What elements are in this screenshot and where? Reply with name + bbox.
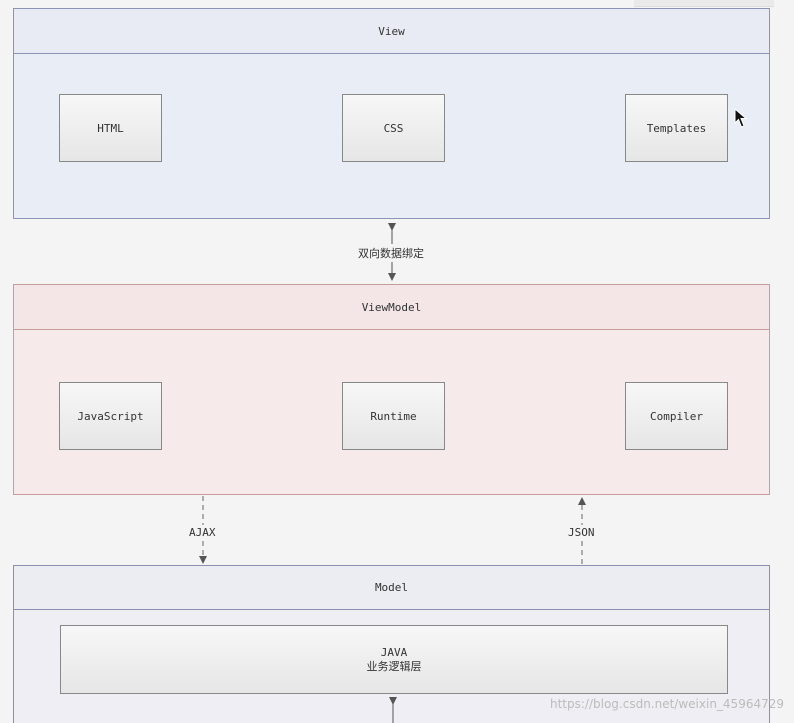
business-logic-label: 业务逻辑层 xyxy=(366,659,422,673)
model-layer: Model JAVA 业务逻辑层 xyxy=(13,565,770,723)
viewmodel-layer: ViewModel JavaScript Runtime Compiler xyxy=(13,284,770,495)
viewmodel-layer-title: ViewModel xyxy=(14,285,769,330)
json-label: JSON xyxy=(566,525,597,540)
mouse-pointer-icon xyxy=(734,108,748,128)
html-box: HTML xyxy=(59,94,162,162)
java-label: JAVA xyxy=(380,645,408,659)
binding-label: 双向数据绑定 xyxy=(356,244,426,262)
javascript-box: JavaScript xyxy=(59,382,162,450)
toolbar-strip xyxy=(634,0,774,7)
view-layer: View HTML CSS Templates xyxy=(13,8,770,219)
java-business-logic-box: JAVA 业务逻辑层 xyxy=(60,625,728,694)
runtime-box: Runtime xyxy=(342,382,445,450)
css-box: CSS xyxy=(342,94,445,162)
watermark: https://blog.csdn.net/weixin_45964729 xyxy=(549,697,784,711)
model-layer-title: Model xyxy=(14,566,769,610)
ajax-label: AJAX xyxy=(187,525,218,540)
compiler-box: Compiler xyxy=(625,382,728,450)
view-layer-title: View xyxy=(14,9,769,54)
templates-box: Templates xyxy=(625,94,728,162)
